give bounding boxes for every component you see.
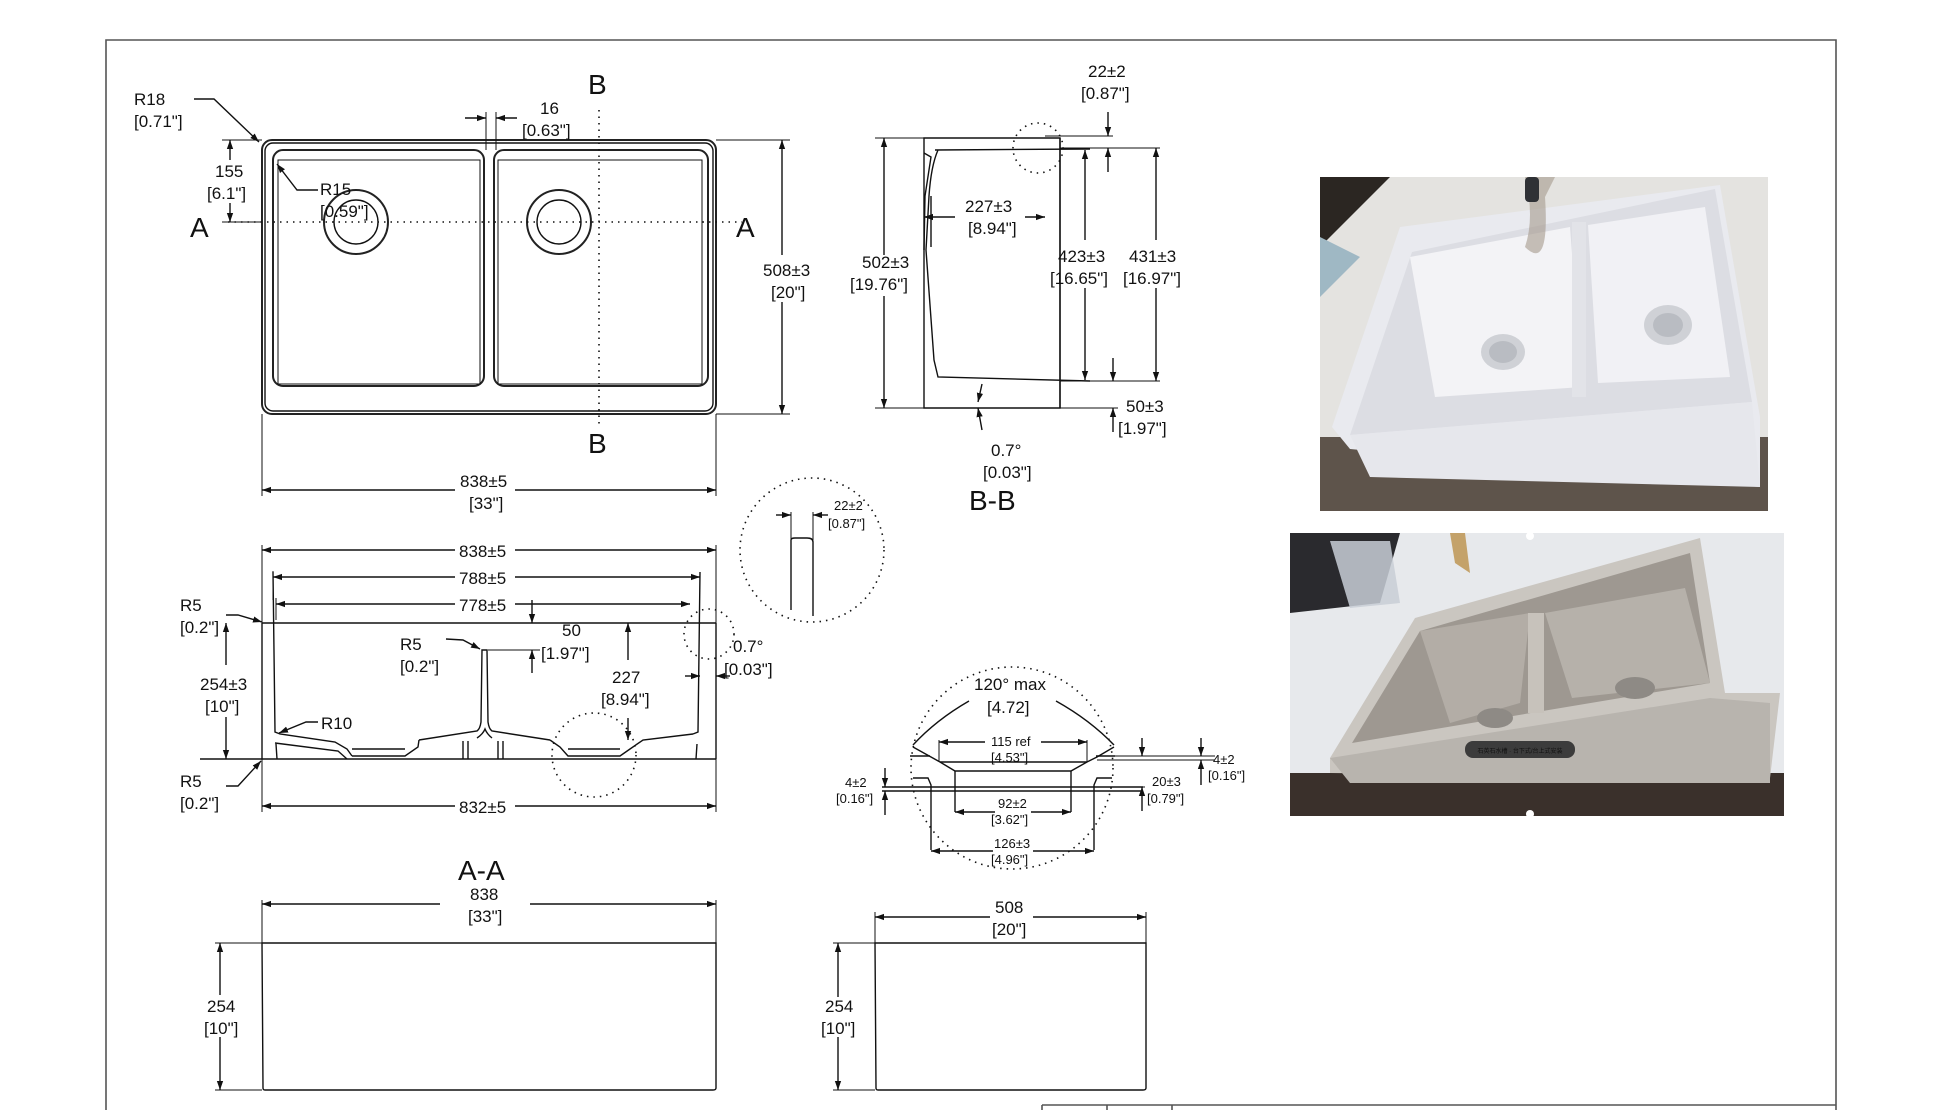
dim-aa-height: 254±3	[200, 675, 247, 694]
section-label-a-right: A	[736, 212, 755, 243]
dim-plan-depth: 508±3	[763, 261, 810, 280]
dim-bb-227-in: [8.94"]	[968, 219, 1017, 238]
dim-r15: R15	[320, 180, 351, 199]
dim-aa-divider-drop: 50	[562, 621, 581, 640]
dim-drain-angle-in: [4.72]	[987, 698, 1030, 717]
section-label-b-bottom: B	[588, 428, 607, 459]
dim-drain-recess-right-in: [0.16"]	[1208, 768, 1245, 783]
photo-grey-sink: 石英石水槽 · 台下式/台上式安装	[1290, 533, 1784, 816]
dim-r18: R18	[134, 90, 165, 109]
dim-drain-115: 115 ref	[991, 734, 1031, 749]
dim-bb-base: 50±3	[1126, 397, 1164, 416]
dim-side-height: 254	[825, 997, 853, 1016]
dim-drain-depth-in: [0.79"]	[1147, 791, 1184, 806]
dim-drain-115-in: [4.53"]	[991, 750, 1028, 765]
detail-drain: 120° max [4.72] 115 ref [4.53"] 92±2 [3.…	[836, 666, 1245, 870]
dim-aa-r10: R10	[321, 714, 352, 733]
bowl-right	[493, 149, 709, 387]
section-a-a: 838±5 788±5 778±5 832±5 254±3 [10"] R5 […	[180, 542, 773, 886]
dim-front-height: 254	[207, 997, 235, 1016]
dim-drain-angle: 120° max	[974, 675, 1047, 694]
side-elevation: 508 [20"] 254 [10"]	[821, 898, 1147, 1091]
detail-marker-rim	[683, 608, 735, 660]
bowl-left	[272, 149, 485, 387]
dim-aa-838: 838±5	[459, 542, 506, 561]
dim-bb-rim: 22±2	[1088, 62, 1126, 81]
detail-rim: 22±2 [0.87"]	[739, 477, 885, 623]
dim-bb-431-in: [16.97"]	[1123, 269, 1181, 288]
dim-front-width-in: [33"]	[468, 907, 502, 926]
dim-bb-431: 431±3	[1129, 247, 1176, 266]
dim-bb-423: 423±3	[1058, 247, 1105, 266]
dim-drain-offset-in: [6.1"]	[207, 184, 246, 203]
title-block	[1041, 1104, 1836, 1110]
dim-drain-92-in: [3.62"]	[991, 812, 1028, 827]
photo-white-sink-image	[1320, 177, 1768, 511]
dim-drain-126-in: [4.96"]	[991, 852, 1028, 867]
dim-drain-depth: 20±3	[1152, 774, 1181, 789]
section-label-b-top: B	[588, 69, 607, 100]
section-title-bb: B-B	[969, 485, 1016, 516]
dim-aa-r5-divider: R5	[400, 635, 422, 654]
dim-detail-rim: 22±2	[834, 498, 863, 513]
dim-bb-depth: 502±3	[862, 253, 909, 272]
dim-aa-r5-top: R5	[180, 596, 202, 615]
dim-aa-height-in: [10"]	[205, 697, 239, 716]
dim-front-height-in: [10"]	[204, 1019, 238, 1038]
drain-left	[323, 189, 389, 255]
dim-drain-92: 92±2	[998, 796, 1027, 811]
dim-aa-r5-bottom: R5	[180, 772, 202, 791]
dim-plan-depth-in: [20"]	[771, 283, 805, 302]
dim-plan-width-in: [33"]	[469, 494, 503, 513]
dim-aa-bowl-depth: 227	[612, 668, 640, 687]
photo-grey-sink-image: 石英石水槽 · 台下式/台上式安装	[1290, 533, 1784, 816]
dim-aa-bowl-depth-in: [8.94"]	[601, 690, 650, 709]
dim-aa-r5-bottom-in: [0.2"]	[180, 794, 219, 813]
detail-marker-drain	[551, 712, 637, 798]
dim-divider-in: [0.63"]	[522, 121, 571, 140]
sheet-border	[105, 39, 1837, 1110]
sink-outline	[261, 139, 717, 415]
dim-aa-r5-divider-in: [0.2"]	[400, 657, 439, 676]
section-b-b: 502±3 [19.76"] 227±3 [8.94"] 22±2 [0.87"…	[850, 62, 1181, 516]
detail-marker-circle	[1012, 122, 1064, 174]
dim-plan-width: 838±5	[460, 472, 507, 491]
dim-divider: 16	[540, 99, 559, 118]
dim-side-width: 508	[995, 898, 1023, 917]
dim-aa-832: 832±5	[459, 798, 506, 817]
dim-drain-126: 126±3	[994, 836, 1030, 851]
section-label-a-left: A	[190, 212, 209, 243]
plan-view: A A B B R18 [0.71"] R15 [0.59"] 155 [6.1…	[134, 69, 810, 513]
dim-aa-divider-drop-in: [1.97"]	[541, 644, 590, 663]
dim-bb-draft: 0.7°	[991, 441, 1021, 460]
photo-white-sink	[1320, 177, 1768, 511]
dim-r15-in: [0.59"]	[320, 202, 369, 221]
dim-aa-778: 778±5	[459, 596, 506, 615]
photo-badge-text: 石英石水槽 · 台下式/台上式安装	[1478, 747, 1563, 755]
dim-drain-recess-left: 4±2	[845, 775, 867, 790]
dim-detail-rim-in: [0.87"]	[828, 516, 865, 531]
front-elevation: 838 [33"] 254 [10"]	[204, 885, 717, 1091]
dim-drain-offset: 155	[215, 162, 243, 181]
dim-bb-rim-in: [0.87"]	[1081, 84, 1130, 103]
dim-bb-227: 227±3	[965, 197, 1012, 216]
dim-bb-depth-in: [19.76"]	[850, 275, 908, 294]
dim-aa-788: 788±5	[459, 569, 506, 588]
dim-side-height-in: [10"]	[821, 1019, 855, 1038]
dim-side-width-in: [20"]	[992, 920, 1026, 939]
dim-drain-recess-left-in: [0.16"]	[836, 791, 873, 806]
dim-drain-recess-right: 4±2	[1213, 752, 1235, 767]
section-title-aa: A-A	[458, 855, 505, 886]
dim-bb-draft-in: [0.03"]	[983, 463, 1032, 482]
dim-front-width: 838	[470, 885, 498, 904]
dim-aa-r5-top-in: [0.2"]	[180, 618, 219, 637]
dim-r18-in: [0.71"]	[134, 112, 183, 131]
dim-aa-draft: 0.7°	[733, 637, 763, 656]
dim-bb-base-in: [1.97"]	[1118, 419, 1167, 438]
dim-aa-draft-in: [0.03"]	[724, 660, 773, 679]
dim-bb-423-in: [16.65"]	[1050, 269, 1108, 288]
